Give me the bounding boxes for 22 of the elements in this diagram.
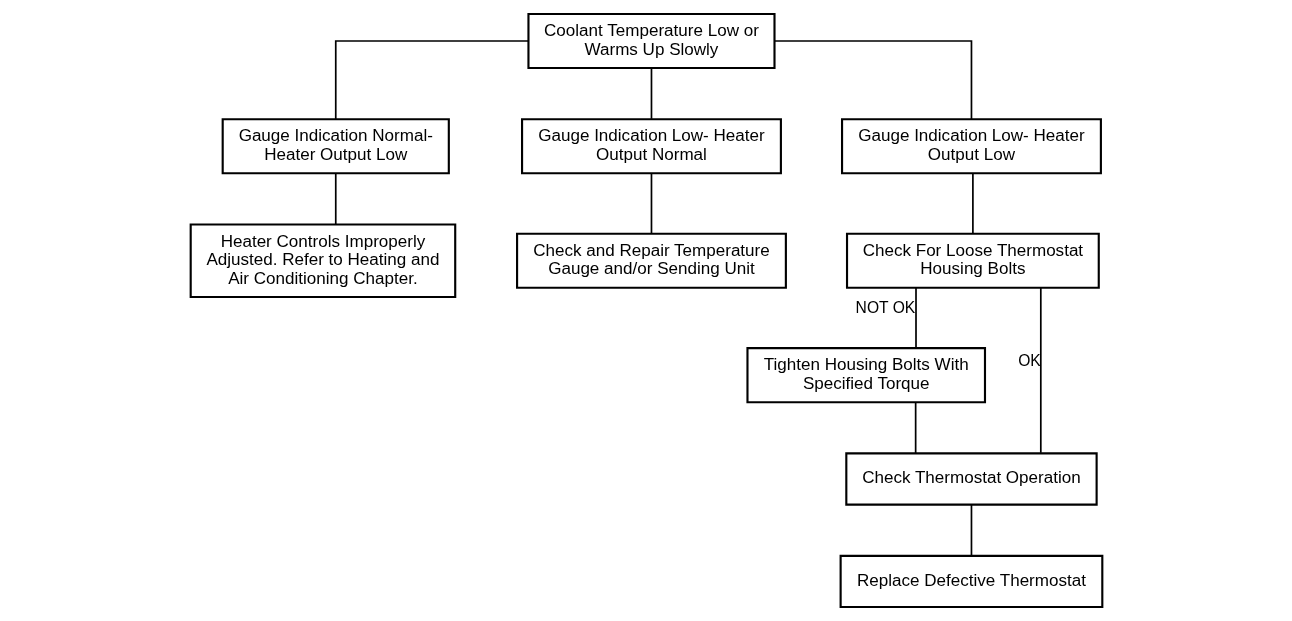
node-box: Gauge Indication Low- Heater Output Low xyxy=(840,118,1102,175)
node-box: Coolant Temperature Low or Warms Up Slowly xyxy=(526,12,776,70)
edge-label: OK xyxy=(1017,351,1041,369)
connector xyxy=(773,40,972,120)
node-box: Heater Controls Improperly Adjusted. Refer to Heating and Air Conditioning Chapter. xyxy=(189,223,456,299)
connector xyxy=(914,401,916,454)
node-box: Replace Defective Thermostat xyxy=(839,554,1103,609)
node-box: Check Thermostat Operation xyxy=(844,452,1098,506)
node-box: Gauge Indication Normal- Heater Output Low xyxy=(221,118,450,175)
node-box: Check For Loose Thermostat Housing Bolts xyxy=(845,232,1100,289)
edge-label: NOT OK xyxy=(855,299,915,317)
node-box: Gauge Indication Low- Heater Output Normal xyxy=(520,118,782,175)
connector xyxy=(650,67,652,120)
connector xyxy=(334,40,529,120)
node-box: Tighten Housing Bolts With Specified Torque xyxy=(745,347,986,404)
connector xyxy=(914,287,917,349)
connector xyxy=(1039,287,1042,454)
connector xyxy=(971,172,974,235)
connector xyxy=(650,172,652,235)
connector xyxy=(334,172,337,226)
node-box: Check and Repair Temperature Gauge and/or Sending Unit xyxy=(515,232,787,289)
connector xyxy=(970,504,972,557)
